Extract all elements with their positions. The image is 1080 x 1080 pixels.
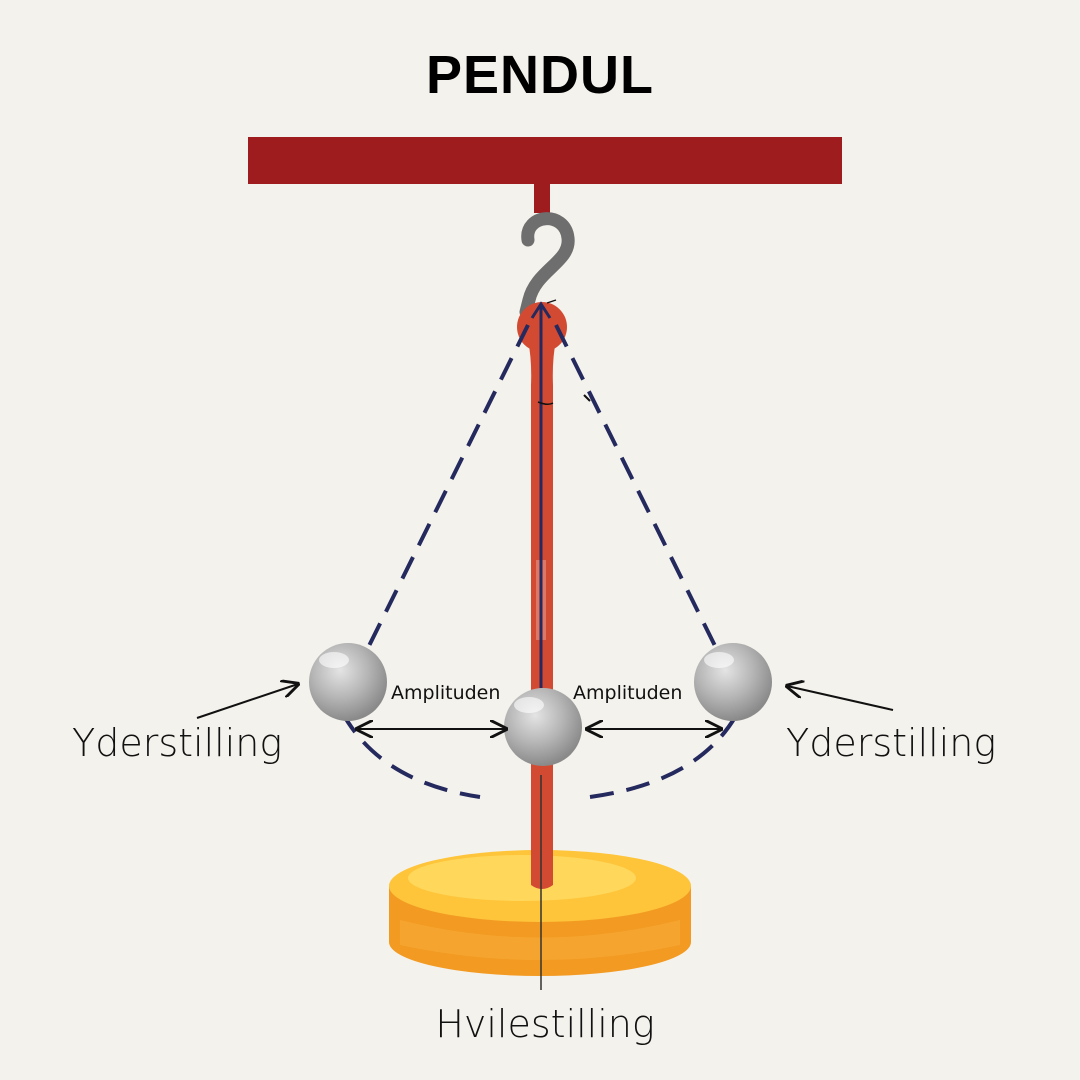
rest-position-label: Hvilestilling bbox=[435, 1002, 654, 1046]
ball-right-extreme bbox=[694, 643, 772, 721]
ball-left-extreme bbox=[309, 643, 387, 721]
amplitude-label-right: Amplituden bbox=[573, 682, 682, 704]
center-line bbox=[532, 300, 590, 688]
ball-rest bbox=[504, 688, 582, 766]
ceiling-beam bbox=[248, 137, 842, 184]
hook-stem bbox=[534, 183, 550, 213]
right-extreme-label: Yderstilling bbox=[786, 721, 996, 765]
pointer-arrow-left bbox=[197, 684, 298, 718]
left-extreme-label: Yderstilling bbox=[72, 721, 282, 765]
amplitude-label-left: Amplituden bbox=[391, 682, 500, 704]
pointer-arrow-right bbox=[787, 686, 893, 710]
hook-icon bbox=[526, 219, 568, 312]
